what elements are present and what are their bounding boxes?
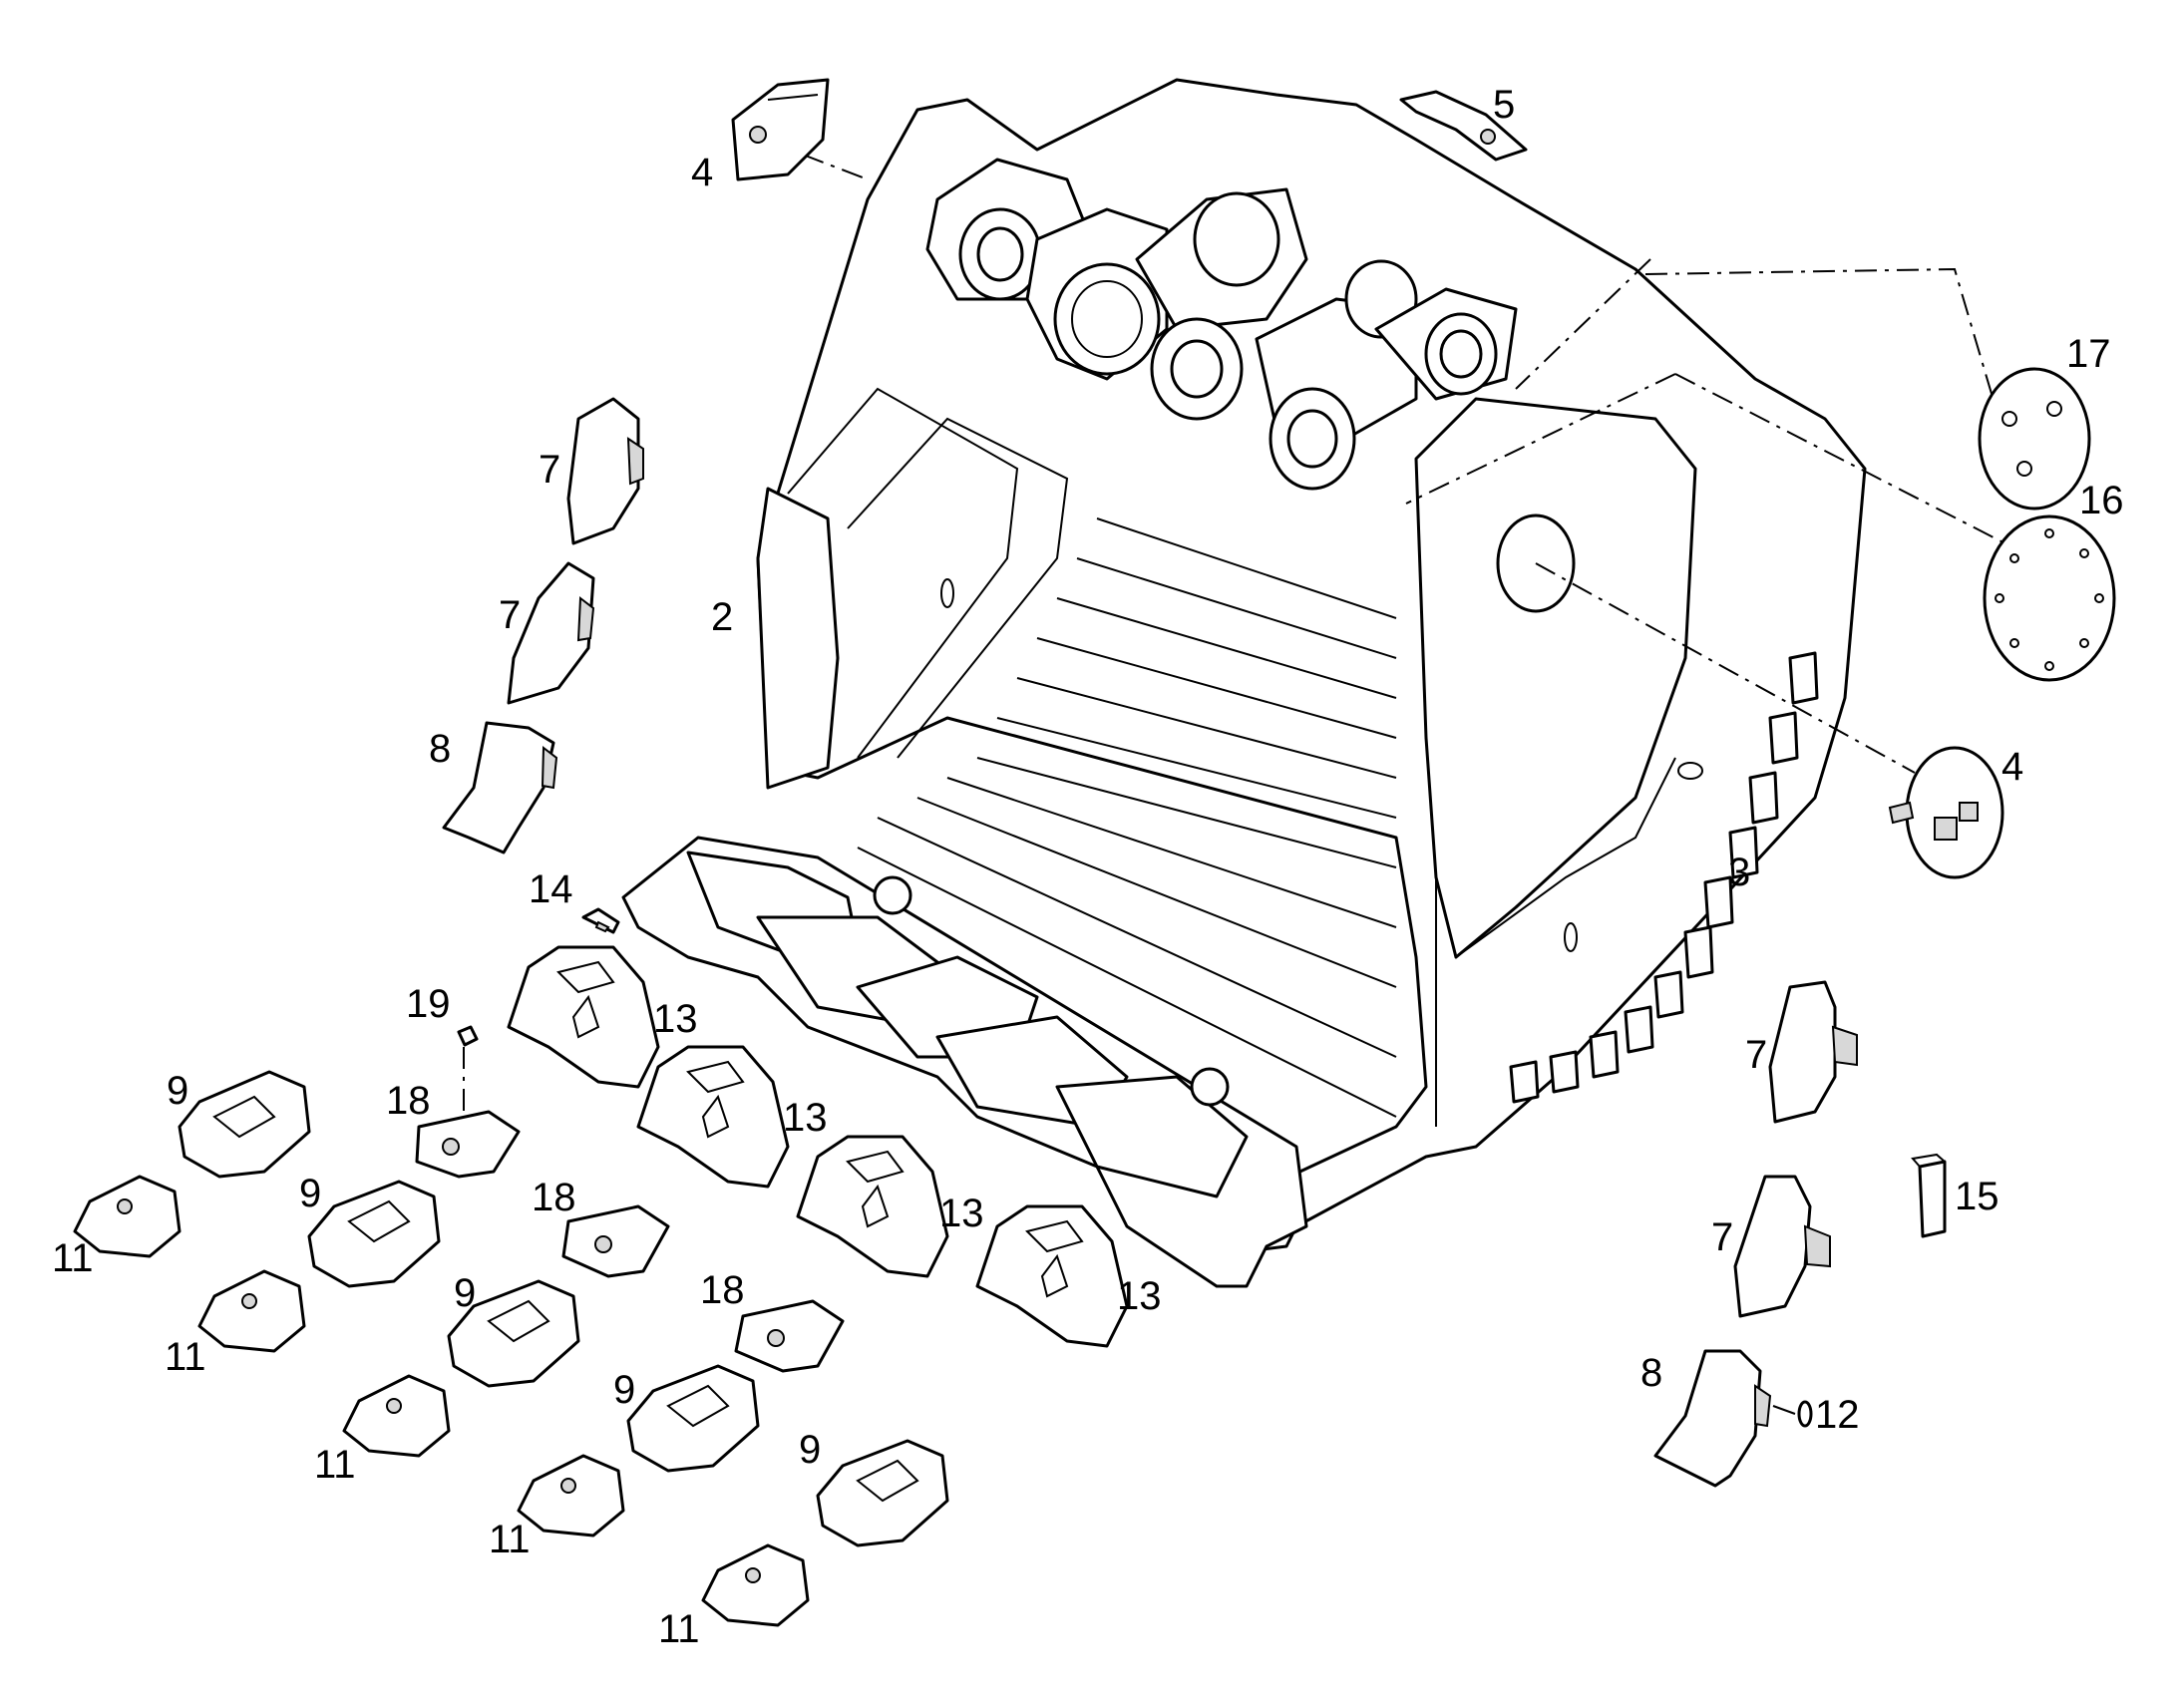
callout-4-upper: 4 [691,151,713,194]
callout-7-right-b: 7 [1711,1215,1733,1259]
cover-plate-4-right [1888,746,2004,879]
callout-9-d: 9 [613,1368,635,1412]
retainer-14 [581,907,620,934]
callout-18-c: 18 [700,1268,745,1312]
callout-9-a: 9 [167,1069,188,1113]
wear-cover-7-left-b [507,561,595,705]
lip-shroud-13-b [636,1045,790,1189]
callout-3: 3 [1728,851,1750,894]
adapter-9-c [447,1279,580,1388]
lip-shroud-13-c [796,1135,949,1278]
callout-16: 16 [2079,479,2124,522]
callout-7-left-b: 7 [499,593,521,637]
callout-18-a: 18 [386,1079,431,1123]
wear-cover-7-right-a [1768,980,1858,1124]
callout-11-c: 11 [314,1443,356,1487]
callout-7-right-a: 7 [1745,1033,1767,1077]
adapter-9-d [626,1364,760,1473]
bracket-5 [1399,90,1528,162]
callout-11-e: 11 [658,1607,700,1651]
callout-labels: 2 3 4 4 5 7 7 7 7 8 8 9 9 9 9 9 11 11 11… [52,83,2124,1651]
callout-2: 2 [711,595,733,639]
callout-13-b: 13 [783,1096,828,1140]
callout-7-left-a: 7 [539,448,560,492]
tooth-11-b [197,1269,306,1353]
tooth-11-d [517,1454,625,1537]
lip-shroud-13-d [975,1204,1129,1348]
leader-lines [463,154,2025,1415]
adapter-9-e [816,1439,949,1547]
callout-13-d: 13 [1117,1274,1162,1318]
callout-14: 14 [529,867,573,911]
callout-13-a: 13 [653,997,698,1041]
wear-plate-18-a [415,1110,521,1179]
corner-shroud-8-right [1653,1349,1772,1488]
callout-12: 12 [1815,1393,1860,1437]
callout-11-d: 11 [489,1518,531,1561]
wear-cover-7-right-b [1733,1175,1831,1318]
callout-8-right: 8 [1640,1351,1662,1395]
wear-plate-18-c [734,1299,845,1373]
callout-15: 15 [1955,1175,1999,1218]
pin-19 [457,1025,479,1047]
side-wear-pads [1509,651,1819,1104]
adapter-9-b [307,1180,441,1288]
wear-cover-7-left-a [566,397,644,545]
cover-disc-17 [1978,367,2091,511]
callout-17: 17 [2066,332,2111,376]
callout-8-left: 8 [429,727,451,771]
tooth-11-e [701,1543,810,1627]
callout-11-a: 11 [52,1236,94,1280]
corner-shroud-8-left [442,721,558,854]
callout-5: 5 [1493,83,1515,127]
callout-11-b: 11 [165,1335,206,1379]
callout-4-right: 4 [2001,745,2023,789]
callout-9-c: 9 [454,1271,476,1315]
pin-12 [1797,1400,1813,1428]
wear-plate-18-b [561,1204,670,1278]
bucket-body [756,78,1867,1253]
callout-18-b: 18 [532,1176,576,1219]
adapter-9-a [178,1070,311,1179]
callout-9-e: 9 [799,1428,821,1472]
block-15 [1911,1153,1947,1238]
tooth-11-a [73,1175,182,1258]
callout-19: 19 [406,982,451,1026]
callout-9-b: 9 [299,1172,321,1215]
bucket-lip [621,836,1308,1288]
flange-plate-16 [1983,514,2116,682]
lip-shroud-13-a [507,945,660,1089]
callout-13-c: 13 [939,1192,984,1235]
tooth-11-c [342,1374,451,1458]
cover-plate-4-upper [731,78,830,181]
